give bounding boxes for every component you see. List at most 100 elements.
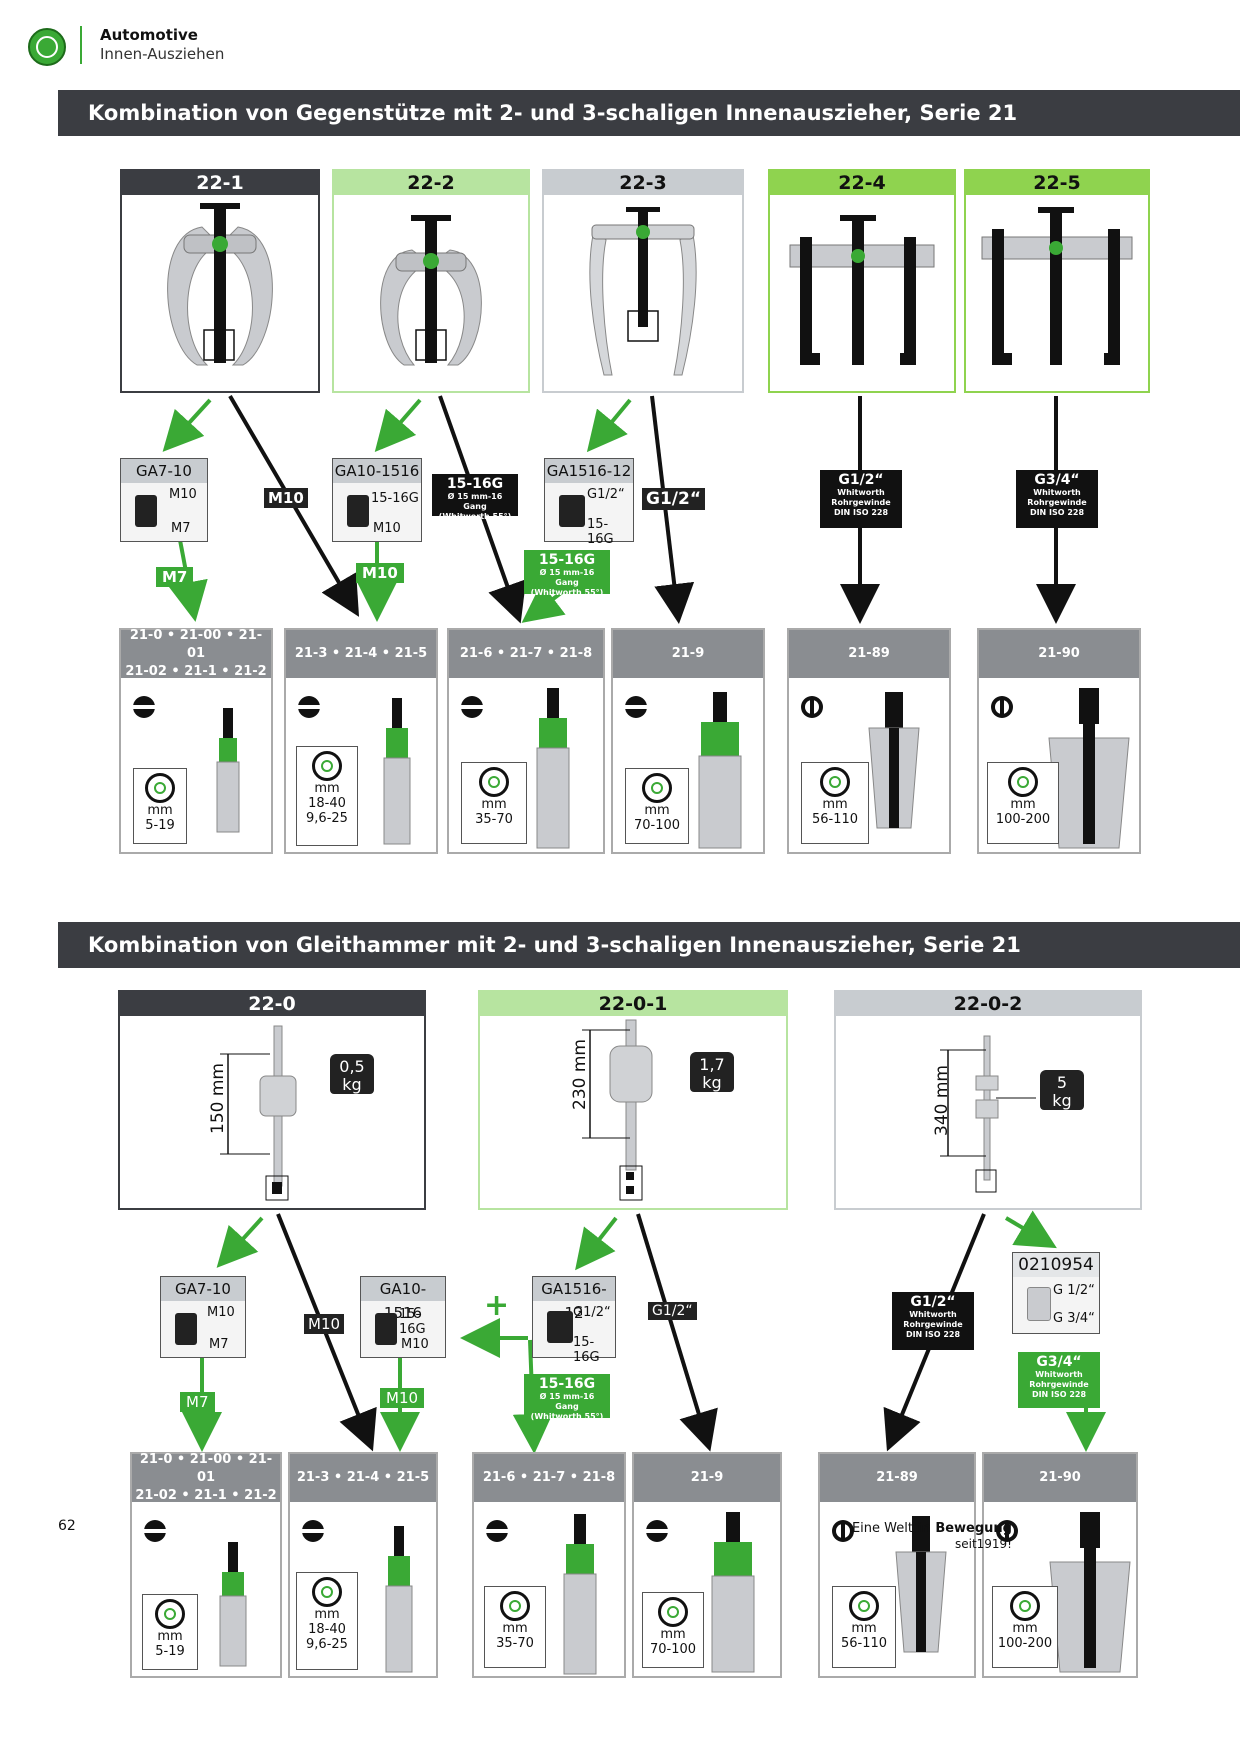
product-tile[interactable]: 22-1: [120, 169, 320, 393]
product-tile[interactable]: 22-2: [332, 169, 530, 393]
three-jaw-symbol-icon: [991, 696, 1013, 718]
puller-card[interactable]: 21-6 • 21-7 • 21-8 mm 35-70: [472, 1452, 626, 1678]
range-box: mm 70-100: [642, 1592, 704, 1668]
puller-card[interactable]: 21-9 mm 70-100: [611, 628, 765, 854]
puller-3-arm-image: [981, 207, 1133, 365]
inner-puller-image: [383, 698, 411, 845]
range-box: mm 100-200: [992, 1586, 1058, 1668]
puller-card[interactable]: 21-89 mm 56-110: [787, 628, 951, 854]
puller-card[interactable]: 21-6 • 21-7 • 21-8 mm 35-70: [447, 628, 605, 854]
header-subsection: Innen-Ausziehen: [100, 45, 225, 63]
range-box: mm 35-70: [484, 1586, 546, 1668]
adapter-thread-top: 15-16G: [399, 1307, 426, 1337]
slide-hammer-image: [220, 1025, 297, 1201]
adapter-name: GA1516-12: [533, 1277, 615, 1322]
range-box: mm 56-110: [801, 762, 869, 844]
product-title: 22-1: [122, 171, 318, 195]
thread-spec-box: G1/2“ Whitworth Rohrgewinde DIN ISO 228: [820, 470, 902, 528]
card-header: 21-0 • 21-00 • 21-01 21-02 • 21-1 • 21-2: [121, 628, 271, 679]
puller-card[interactable]: 21-89 mm 56-110: [818, 1452, 976, 1678]
footer-since: seit1919!: [954, 1537, 1012, 1551]
puller-card[interactable]: 21-0 • 21-00 • 21-01 21-02 • 21-1 • 21-2…: [130, 1452, 282, 1678]
adapter-name: GA1516-12: [545, 459, 633, 483]
inner-puller-image: [563, 1514, 597, 1675]
adapter-thread-bottom: M7: [209, 1337, 229, 1352]
two-jaw-symbol-icon: [625, 696, 647, 718]
two-jaw-symbol-icon: [646, 1520, 668, 1542]
thread-spec-box: G3/4“ Whitworth Rohrgewinde DIN ISO 228: [1018, 1352, 1100, 1408]
slide-hammer-image: [582, 1019, 653, 1201]
adapter-name: 0210954: [1013, 1253, 1099, 1277]
adapter-image: [135, 495, 157, 527]
slide-hammer-image: [940, 1035, 1036, 1193]
thread-label: M10: [356, 563, 404, 583]
adapter-name: GA10-1516: [361, 1277, 445, 1322]
puller-card[interactable]: 21-90 mm 100-200: [977, 628, 1141, 854]
card-header: 21-90: [984, 1454, 1136, 1502]
inner-puller-image: [698, 692, 742, 849]
puller-3-arm-image: [789, 215, 935, 365]
three-jaw-symbol-icon: [996, 1520, 1018, 1542]
adapter-box[interactable]: 0210954 G 1/2“ G 3/4“: [1012, 1252, 1100, 1334]
adapter-thread-top: G 1/2“: [1053, 1283, 1095, 1298]
two-jaw-symbol-icon: [302, 1520, 324, 1542]
adapter-image: [547, 1311, 573, 1343]
bearing-icon: [1008, 767, 1038, 797]
bearing-icon: [820, 767, 850, 797]
product-tile[interactable]: 22-4: [768, 169, 956, 393]
inner-puller-image: [895, 1516, 947, 1653]
range-box: mm 18-40 9,6-25: [296, 746, 358, 846]
card-header: 21-6 • 21-7 • 21-8: [474, 1454, 624, 1502]
card-header: 21-89: [789, 630, 949, 678]
header-divider: [80, 26, 82, 64]
adapter-thread-bottom: 15-16G: [573, 1335, 600, 1365]
adapter-thread-top: G1/2“: [573, 1305, 611, 1320]
adapter-box[interactable]: GA1516-12 G1/2“ 15-16G: [544, 458, 634, 547]
puller-card[interactable]: 21-0 • 21-00 • 21-01 21-02 • 21-1 • 21-2…: [119, 628, 273, 854]
bearing-icon: [849, 1591, 879, 1621]
product-title: 22-5: [966, 171, 1148, 195]
adapter-image: [175, 1313, 197, 1345]
thread-spec-box: 15-16G Ø 15 mm-16 Gang (Whitworth 55°): [524, 550, 610, 597]
inner-puller-image: [536, 688, 570, 849]
product-tile[interactable]: 22-5: [964, 169, 1150, 393]
thread-label: M7: [180, 1392, 215, 1412]
adapter-box[interactable]: GA1516-12 G1/2“ 15-16G: [532, 1276, 616, 1365]
product-title: 22-0: [120, 992, 424, 1016]
two-jaw-symbol-icon: [461, 696, 483, 718]
puller-card[interactable]: 21-90 mm 100-200: [982, 1452, 1138, 1678]
three-jaw-symbol-icon: [832, 1520, 854, 1542]
adapter-name: GA10-1516: [333, 459, 421, 483]
bearing-icon: [312, 751, 342, 781]
two-jaw-symbol-icon: [144, 1520, 166, 1542]
bearing-icon: [312, 1577, 342, 1607]
puller-card[interactable]: 21-9 mm 70-100: [632, 1452, 782, 1678]
length-label: 150 mm: [208, 1063, 228, 1134]
thread-label: G1/2“: [642, 488, 705, 510]
adapter-thread-bottom: M7: [171, 521, 191, 536]
two-jaw-symbol-icon: [298, 696, 320, 718]
adapter-name: GA7-10: [121, 459, 207, 483]
adapter-thread-top: 15-16G: [371, 491, 419, 506]
product-title: 22-2: [334, 171, 528, 195]
adapter-box[interactable]: GA10-1516 15-16G M10: [360, 1276, 446, 1358]
adapter-box[interactable]: GA7-10 M10 M7: [120, 458, 208, 542]
thread-spec-box: 15-16G Ø 15 mm-16 Gang (Whitworth 55°): [524, 1374, 610, 1421]
adapter-box[interactable]: GA10-1516 15-16G M10: [332, 458, 422, 542]
adapter-image: [1027, 1287, 1051, 1321]
puller-2-arm-image: [167, 203, 273, 366]
puller-card[interactable]: 21-3 • 21-4 • 21-5 mm 18-40 9,6-25: [284, 628, 438, 854]
adapter-thread-top: G1/2“: [587, 487, 625, 502]
product-tile[interactable]: 22-3: [542, 169, 744, 393]
puller-card[interactable]: 21-3 • 21-4 • 21-5 mm 18-40 9,6-25: [288, 1452, 438, 1678]
puller-2-arm-image: [589, 207, 697, 376]
adapter-thread-top: M10: [169, 487, 197, 502]
adapter-box[interactable]: GA7-10 M10 M7: [160, 1276, 246, 1358]
thread-label: G1/2“: [648, 1302, 697, 1320]
